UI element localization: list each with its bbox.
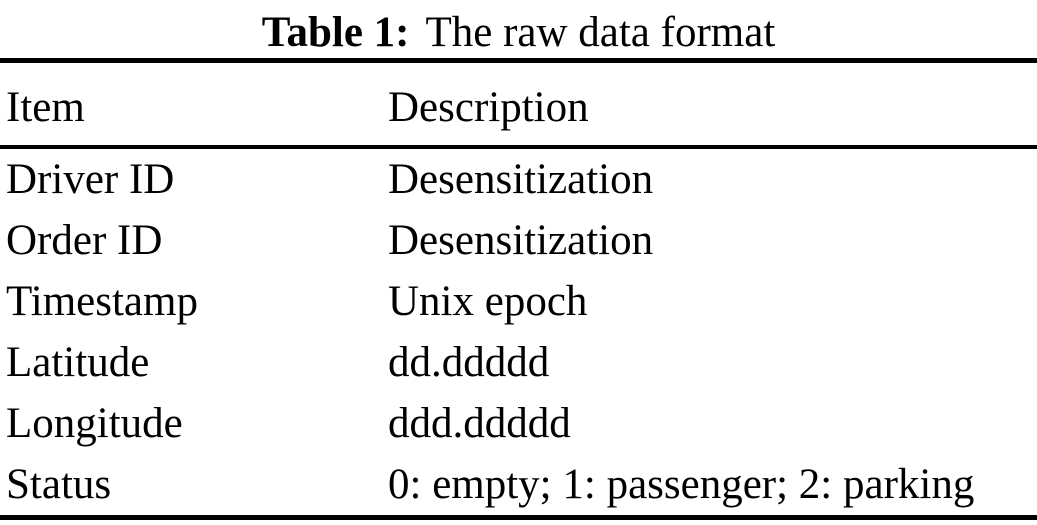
- table-row: Status 0: empty; 1: passenger; 2: parkin…: [0, 454, 1037, 518]
- table-header-row: Item Description: [0, 60, 1037, 147]
- column-header-item: Item: [6, 83, 85, 131]
- table-body: Driver ID Desensitization Order ID Desen…: [0, 147, 1037, 518]
- cell-description: Desensitization: [388, 217, 654, 264]
- cell-item: Driver ID: [6, 156, 175, 203]
- column-header-description: Description: [388, 83, 589, 131]
- cell-item: Timestamp: [6, 278, 198, 325]
- cell-item: Longitude: [6, 400, 183, 447]
- table-header: Item Description: [0, 60, 1037, 147]
- cell-description: 0: empty; 1: passenger; 2: parking: [388, 461, 975, 508]
- table-caption-label: Table 1:: [261, 9, 410, 56]
- table-row: Timestamp Unix epoch: [0, 271, 1037, 332]
- cell-description: Unix epoch: [388, 278, 588, 325]
- cell-item: Order ID: [6, 217, 163, 264]
- table-caption-text: The raw data format: [425, 9, 776, 56]
- table-row: Latitude dd.ddddd: [0, 332, 1037, 393]
- cell-description: dd.ddddd: [388, 339, 550, 386]
- table-row: Longitude ddd.ddddd: [0, 393, 1037, 454]
- cell-description: Desensitization: [388, 156, 654, 203]
- table-caption: Table 1: The raw data format: [0, 0, 1037, 58]
- table-row: Order ID Desensitization: [0, 210, 1037, 271]
- table-row: Driver ID Desensitization: [0, 147, 1037, 210]
- cell-item: Latitude: [6, 339, 150, 386]
- cell-description: ddd.ddddd: [388, 400, 571, 447]
- raw-data-format-table: Item Description Driver ID Desensitizati…: [0, 58, 1037, 520]
- cell-item: Status: [6, 461, 112, 508]
